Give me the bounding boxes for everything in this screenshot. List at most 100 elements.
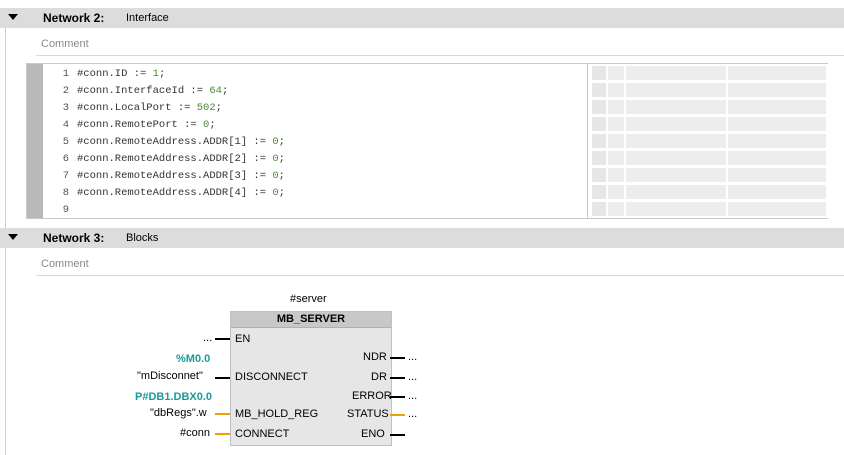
disconnect-value[interactable]: "mDisconnet" bbox=[137, 370, 203, 382]
monitor-cell bbox=[592, 83, 606, 97]
code-text: #conn.ID := bbox=[77, 68, 153, 80]
monitor-cell bbox=[592, 117, 606, 131]
code-line[interactable]: 8#conn.RemoteAddress.ADDR[4] := 0; bbox=[47, 185, 587, 202]
code-line[interactable]: 3#conn.LocalPort := 502; bbox=[47, 100, 587, 117]
collapse-network-2-icon[interactable] bbox=[8, 14, 18, 20]
hold-reg-address: P#DB1.DBX0.0 bbox=[135, 391, 213, 403]
code-terminator: ; bbox=[221, 85, 229, 97]
collapse-network-3-icon[interactable] bbox=[8, 234, 18, 240]
connect-value[interactable]: #conn bbox=[180, 427, 210, 439]
monitor-cell bbox=[728, 100, 826, 114]
disconnect-address: %M0.0 bbox=[176, 353, 211, 365]
line-number: 7 bbox=[62, 170, 69, 182]
hold-reg-wire bbox=[215, 413, 230, 415]
monitor-row bbox=[592, 117, 826, 131]
monitor-row bbox=[592, 66, 826, 80]
ndr-param: NDR bbox=[363, 351, 387, 363]
code-terminator: ; bbox=[158, 68, 166, 80]
code-line[interactable]: 7 #conn.RemoteAddress.ADDR[3] := 0; bbox=[47, 168, 587, 185]
status-param: STATUS bbox=[347, 408, 389, 420]
disconnect-wire bbox=[215, 377, 230, 379]
code-terminator: ; bbox=[215, 102, 222, 114]
code-line[interactable]: 1#conn.ID := 1; bbox=[47, 66, 587, 83]
monitor-cell bbox=[626, 83, 726, 97]
code-text: #conn.RemoteAddress.ADDR[3] := bbox=[77, 170, 273, 182]
monitor-cell bbox=[608, 117, 624, 131]
block-type-label: MB_SERVER bbox=[231, 312, 391, 328]
code-line[interactable]: 2#conn.InterfaceId := 64; bbox=[47, 83, 587, 100]
network-2-name[interactable]: Interface bbox=[126, 12, 169, 24]
monitor-cell bbox=[728, 168, 826, 182]
monitor-cell bbox=[728, 117, 826, 131]
code-gutter bbox=[27, 64, 43, 218]
monitor-cell bbox=[608, 168, 624, 182]
code-literal: 1 bbox=[152, 68, 159, 80]
monitor-cell bbox=[592, 185, 606, 199]
monitor-row bbox=[592, 202, 826, 216]
code-text: #conn.RemotePort := bbox=[77, 119, 204, 131]
scl-code-editor[interactable]: 1#conn.ID := 1;2#conn.InterfaceId := 64;… bbox=[26, 63, 828, 219]
code-terminator: ; bbox=[209, 119, 216, 131]
line-number: 1 bbox=[62, 68, 69, 80]
network-2-header[interactable]: Network 2: Interface bbox=[0, 8, 844, 28]
connect-wire bbox=[215, 433, 230, 435]
eno-param: ENO bbox=[361, 428, 385, 440]
network-3-name[interactable]: Blocks bbox=[126, 232, 159, 244]
network-2-left-rule bbox=[5, 28, 6, 228]
code-terminator: ; bbox=[278, 187, 285, 199]
line-number: 6 bbox=[62, 153, 69, 165]
monitor-cell bbox=[608, 185, 624, 199]
en-value[interactable]: ... bbox=[203, 332, 213, 344]
network-2-comment-field[interactable]: Comment bbox=[36, 33, 844, 56]
monitor-cell bbox=[608, 66, 624, 80]
code-lines[interactable]: 1#conn.ID := 1;2#conn.InterfaceId := 64;… bbox=[47, 66, 587, 219]
code-line[interactable]: 9 bbox=[47, 202, 587, 219]
line-number: 8 bbox=[62, 187, 69, 199]
code-text: #conn.RemoteAddress.ADDR[4] := bbox=[77, 187, 273, 199]
code-line[interactable]: 5#conn.RemoteAddress.ADDR[1] := 0; bbox=[47, 134, 587, 151]
network-2-comment-placeholder: Comment bbox=[41, 38, 89, 50]
hold-reg-value[interactable]: "dbRegs".w bbox=[150, 407, 207, 419]
line-number: 4 bbox=[62, 119, 69, 131]
code-terminator: ; bbox=[278, 170, 285, 182]
code-literal: 64 bbox=[209, 85, 222, 97]
block-instance-name[interactable]: #server bbox=[290, 293, 327, 305]
monitor-cell bbox=[592, 66, 606, 80]
network-3-comment-placeholder: Comment bbox=[41, 258, 89, 270]
en-param: EN bbox=[235, 333, 251, 345]
ndr-value[interactable]: ... bbox=[408, 351, 418, 363]
monitor-cell bbox=[728, 151, 826, 165]
monitor-row bbox=[592, 134, 826, 148]
network-3-left-rule bbox=[5, 248, 6, 455]
status-value[interactable]: ... bbox=[408, 408, 418, 420]
code-line[interactable]: 4#conn.RemotePort := 0; bbox=[47, 117, 587, 134]
code-terminator: ; bbox=[278, 153, 285, 165]
monitor-row bbox=[592, 151, 826, 165]
connect-param: CONNECT bbox=[235, 428, 290, 440]
code-literal: 0 bbox=[272, 170, 279, 182]
error-wire bbox=[390, 396, 405, 398]
monitor-cell bbox=[728, 66, 826, 80]
network-2-title: Network 2: bbox=[43, 11, 105, 25]
error-value[interactable]: ... bbox=[408, 390, 418, 402]
monitor-cell bbox=[728, 185, 826, 199]
network-3-header[interactable]: Network 3: Blocks bbox=[0, 228, 844, 248]
en-wire bbox=[215, 338, 230, 340]
monitor-cell bbox=[626, 185, 726, 199]
monitor-cell bbox=[592, 151, 606, 165]
code-text: #conn.RemoteAddress.ADDR[2] := bbox=[77, 153, 273, 165]
code-terminator: ; bbox=[278, 136, 285, 148]
mb-server-block[interactable]: MB_SERVER bbox=[230, 311, 392, 446]
monitor-cell bbox=[728, 83, 826, 97]
network-3-comment-field[interactable]: Comment bbox=[36, 253, 844, 276]
monitor-cell bbox=[626, 134, 726, 148]
network-3-title: Network 3: bbox=[43, 231, 105, 245]
dr-value[interactable]: ... bbox=[408, 371, 418, 383]
code-line[interactable]: 6 #conn.RemoteAddress.ADDR[2] := 0; bbox=[47, 151, 587, 168]
monitor-cell bbox=[626, 168, 726, 182]
code-text: #conn.LocalPort := bbox=[77, 102, 197, 114]
monitor-cell bbox=[626, 151, 726, 165]
monitor-row bbox=[592, 168, 826, 182]
code-text: #conn.InterfaceId := bbox=[77, 85, 210, 97]
code-literal: 0 bbox=[272, 153, 279, 165]
